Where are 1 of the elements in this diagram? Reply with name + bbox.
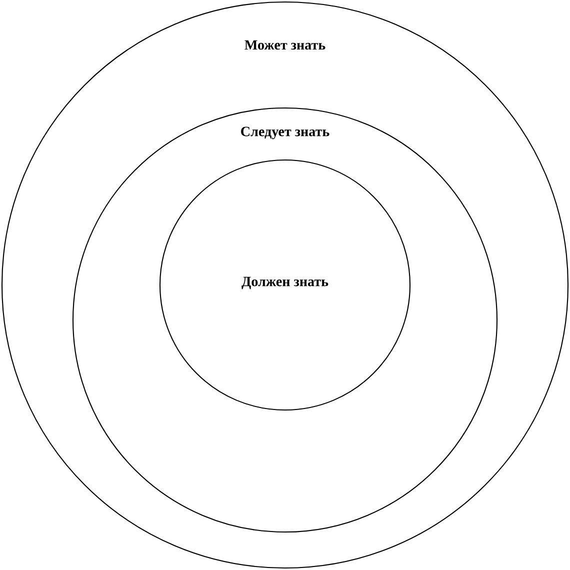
ring: Должен знать (159, 159, 411, 411)
